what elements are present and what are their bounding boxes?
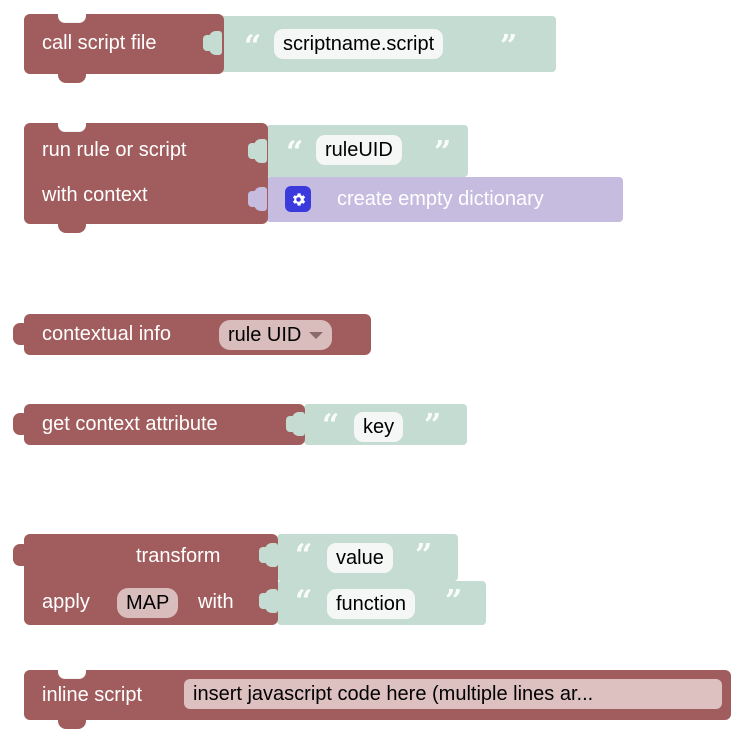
close-quote-icon: ” xyxy=(500,29,518,64)
block-label: inline script xyxy=(42,684,143,706)
block-label: contextual info xyxy=(42,323,171,345)
rule-uid-dropdown[interactable]: rule UID xyxy=(219,320,333,350)
previous-connector xyxy=(58,14,86,23)
chevron-down-icon xyxy=(309,331,324,339)
close-quote-icon: ” xyxy=(434,135,452,170)
open-quote-icon: “ xyxy=(286,135,304,170)
block-label: get context attribute xyxy=(42,413,218,435)
block-label-row2-suffix: with xyxy=(198,591,234,613)
block-label: call script file xyxy=(42,32,157,54)
next-connector xyxy=(58,224,86,233)
key-field[interactable]: key xyxy=(354,412,404,442)
value-input-socket-function xyxy=(259,589,278,613)
close-quote-icon: ” xyxy=(424,408,442,443)
value-input-socket-context xyxy=(248,187,267,211)
block-label-row2: with context xyxy=(42,184,148,206)
map-field[interactable]: MAP xyxy=(117,588,179,618)
value-input-socket xyxy=(286,412,305,436)
value-input-socket-rule xyxy=(248,139,267,163)
dropdown-selected-value: rule UID xyxy=(228,324,302,346)
open-quote-icon-2: “ xyxy=(295,584,313,619)
dictionary-label: create empty dictionary xyxy=(337,188,544,210)
close-quote-icon: ” xyxy=(415,538,433,573)
inline-code-field[interactable]: insert javascript code here (multiple li… xyxy=(184,679,722,709)
function-field[interactable]: function xyxy=(327,589,416,619)
next-connector xyxy=(58,720,86,729)
open-quote-icon: “ xyxy=(295,538,313,573)
previous-connector xyxy=(58,123,86,132)
block-body[interactable] xyxy=(24,404,305,445)
block-label-row2-prefix: apply xyxy=(42,591,90,613)
previous-connector xyxy=(58,670,86,679)
value-input-socket xyxy=(203,31,222,55)
open-quote-icon: “ xyxy=(322,408,340,443)
close-quote-icon-2: ” xyxy=(445,584,463,619)
open-quote-icon: “ xyxy=(244,29,262,64)
value-input-socket-value xyxy=(259,543,278,567)
dictionary-block-create-empty[interactable] xyxy=(266,177,623,222)
next-connector xyxy=(58,74,86,83)
block-label-row1: transform xyxy=(136,545,221,567)
script-name-field[interactable]: scriptname.script xyxy=(274,29,444,59)
value-field[interactable]: value xyxy=(327,543,393,573)
block-label-row1: run rule or script xyxy=(42,139,187,161)
rule-uid-field[interactable]: ruleUID xyxy=(316,135,402,165)
block-body[interactable] xyxy=(24,123,268,224)
gear-icon[interactable] xyxy=(285,186,311,212)
block-body[interactable] xyxy=(24,14,224,74)
